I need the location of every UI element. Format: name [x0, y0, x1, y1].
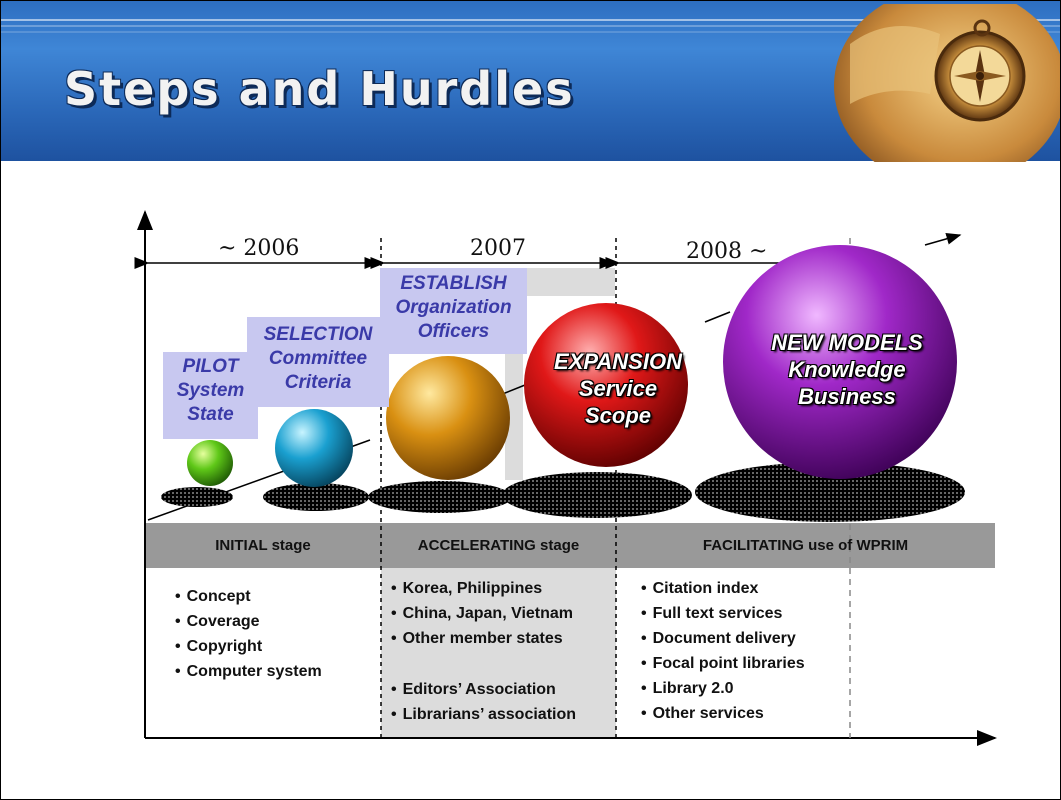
list-item: Other member states [391, 626, 573, 651]
step-label-pilot: PILOT System State [163, 352, 258, 439]
compass-map-image [830, 4, 1060, 162]
stage-bar [145, 523, 995, 568]
period-label-2006: ~ 2006 [218, 236, 300, 261]
initial-items: Concept Coverage Copyright Computer syst… [175, 584, 322, 684]
step-label-line: Business [798, 384, 896, 409]
step-label-new-models: NEW MODELS Knowledge Business [752, 329, 942, 410]
step-label-line: Organization [395, 297, 512, 318]
list-item: Other services [641, 701, 805, 726]
step-label-line: EXPANSION [554, 349, 682, 374]
facilitating-items: Citation index Full text services Docume… [641, 576, 805, 726]
step-label-selection: SELECTION Committee Criteria [247, 317, 389, 407]
step-shadow [695, 462, 965, 522]
period-label-2007: 2007 [470, 236, 526, 261]
step-shadow [368, 481, 512, 513]
step-label-line: Knowledge [788, 357, 906, 382]
step-shadow [502, 472, 692, 518]
header-stripe [1, 19, 1060, 21]
new-models-sphere [723, 245, 957, 479]
list-item: Editors’ Association [391, 677, 576, 702]
list-item: Document delivery [641, 626, 805, 651]
list-item: Concept [175, 584, 322, 609]
step-label-line: System [176, 380, 245, 401]
growth-line [704, 311, 731, 323]
header-stripe [1, 25, 1060, 27]
list-item: Korea, Philippines [391, 576, 573, 601]
step-label-line: ESTABLISH [400, 273, 507, 294]
accelerating-items-associations: Editors’ Association Librarians’ associa… [391, 677, 576, 727]
step-shadow [161, 487, 233, 507]
step-label-line: SELECTION [263, 324, 373, 345]
stage-label-initial: INITIAL stage [215, 537, 311, 554]
step-label-line: Officers [417, 321, 490, 342]
step-label-line: NEW MODELS [771, 330, 923, 355]
slide-title: Steps and Hurdles [64, 62, 575, 116]
expansion-sphere [524, 303, 688, 467]
header-stripe [1, 31, 1060, 33]
step-label-line: Criteria [284, 372, 352, 393]
list-item: Librarians’ association [391, 702, 576, 727]
accelerating-step-bg [505, 330, 523, 480]
step-label-line: Scope [584, 403, 652, 428]
pilot-sphere [187, 440, 233, 486]
list-item: Focal point libraries [641, 651, 805, 676]
step-shadow [263, 483, 369, 511]
list-item: China, Japan, Vietnam [391, 601, 573, 626]
growth-line [924, 232, 962, 246]
selection-sphere [275, 409, 353, 487]
period-label-2008: 2008 ~ [686, 239, 768, 264]
list-item: Computer system [175, 659, 322, 684]
step-label-line: State [187, 404, 234, 425]
establish-sphere [386, 356, 510, 480]
list-item: Library 2.0 [641, 676, 805, 701]
step-label-line: Service [578, 376, 658, 401]
stage-label-accelerating: ACCELERATING stage [417, 537, 580, 554]
stage-label-facilitating: FACILITATING use of WPRIM [702, 537, 909, 554]
list-item: Coverage [175, 609, 322, 634]
list-item: Copyright [175, 634, 322, 659]
list-item: Citation index [641, 576, 805, 601]
step-label-establish: ESTABLISH Organization Officers [380, 268, 527, 354]
list-item: Full text services [641, 601, 805, 626]
step-label-line: Committee [268, 348, 368, 369]
step-label-line: PILOT [182, 356, 239, 377]
step-label-expansion: EXPANSION Service Scope [528, 348, 708, 429]
accelerating-items: Korea, Philippines China, Japan, Vietnam… [391, 576, 573, 651]
